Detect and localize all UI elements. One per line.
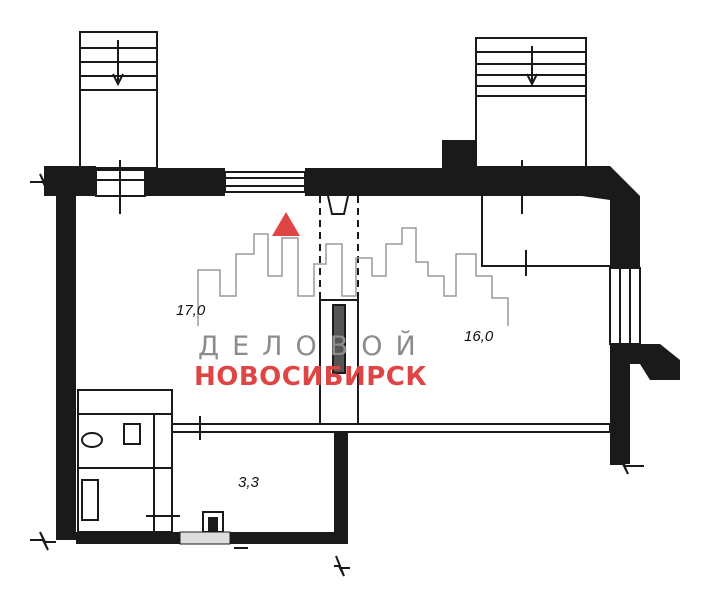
wc-block xyxy=(77,389,180,533)
right-staircase xyxy=(475,37,587,169)
room-area-label-c: 3,3 xyxy=(238,474,259,491)
walls xyxy=(44,140,680,544)
watermark-line1: ДЕЛОВОЙ xyxy=(198,331,429,362)
left-staircase xyxy=(79,31,158,169)
watermark-skyline xyxy=(197,227,509,326)
watermark-line2: НОВОСИБИРСК xyxy=(194,362,428,392)
window-right xyxy=(609,267,641,345)
watermark-triangle xyxy=(272,212,300,236)
room-area-label-b: 16,0 xyxy=(464,328,494,345)
room-area-label-a: 17,0 xyxy=(176,302,206,319)
window-top xyxy=(224,171,306,193)
